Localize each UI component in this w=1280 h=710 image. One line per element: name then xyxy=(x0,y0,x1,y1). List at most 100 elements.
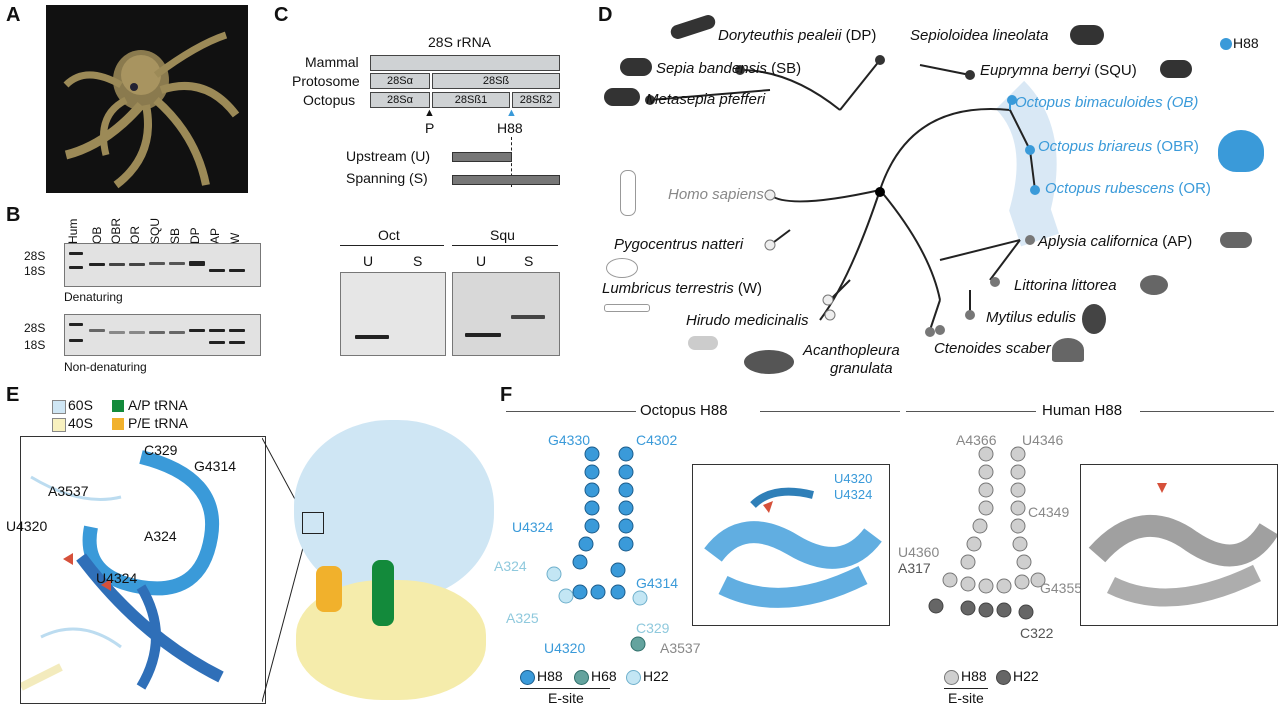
label-g4330: G4330 xyxy=(548,432,591,448)
metasepia-icon xyxy=(604,88,640,106)
label-u4324-f: U4324 xyxy=(512,519,554,535)
octopus-icon xyxy=(1218,130,1264,172)
gel-squ-s: S xyxy=(524,253,534,269)
legend-h88-d: H88 xyxy=(1233,35,1259,51)
label-u4324: U4324 xyxy=(96,570,138,586)
non-denaturing-gel xyxy=(64,314,261,356)
panel-label-e: E xyxy=(6,384,20,406)
label-u4320-f: U4320 xyxy=(544,640,586,656)
panel-label-f: F xyxy=(500,384,513,406)
panel-label-c: C xyxy=(274,4,289,26)
esite-line-hum xyxy=(944,688,988,689)
species-or: Octopus rubescens (OR) xyxy=(1045,180,1211,197)
esite-line-oct xyxy=(520,688,610,689)
species-littorina: Littorina littorea xyxy=(1014,277,1117,294)
label-c329-f: C329 xyxy=(636,620,670,636)
scallop-icon xyxy=(1052,338,1084,362)
legend-60s: 60S xyxy=(68,397,93,413)
label-c4349: C4349 xyxy=(1028,504,1070,520)
gel-squ-title: Squ xyxy=(490,227,515,243)
octopus-a: 28Sα xyxy=(370,92,430,108)
sepia-icon xyxy=(620,58,652,76)
octopus-h88-structure xyxy=(546,446,648,652)
octopus-density-inset xyxy=(692,464,890,626)
legend-40s-swatch xyxy=(52,418,66,432)
legend-40s: 40S xyxy=(68,415,93,431)
label-c329: C329 xyxy=(144,442,178,458)
marker-28s-bottom: 28S xyxy=(24,321,46,335)
legend-h22-hum-dot xyxy=(996,670,1011,685)
gel-oct-u: U xyxy=(363,253,374,269)
gel-oct-s: S xyxy=(413,253,423,269)
upstream-label: Upstream (U) xyxy=(346,148,431,164)
legend-ap-swatch xyxy=(112,400,124,412)
lane-hum: Hum xyxy=(66,218,80,244)
row-mammal: Mammal xyxy=(305,54,359,70)
spanning-bar xyxy=(452,175,560,185)
species-hirudo: Hirudo medicinalis xyxy=(686,312,809,329)
esite-label-oct: E-site xyxy=(548,690,584,706)
label-a4366: A4366 xyxy=(956,432,997,448)
human-h88-structure xyxy=(928,446,1046,620)
octopus-b1: 28Sß1 xyxy=(432,92,510,108)
upstream-bar xyxy=(452,152,512,162)
phylogenetic-tree xyxy=(645,38,1232,337)
species-acanthopleura-2: granulata xyxy=(830,360,893,377)
species-human: Homo sapiens xyxy=(668,186,764,203)
marker-18s-top: 18S xyxy=(24,264,46,278)
marker-18s-bottom: 18S xyxy=(24,338,46,352)
label-u4346: U4346 xyxy=(1022,432,1064,448)
species-obr: Octopus briareus (OBR) xyxy=(1038,138,1199,155)
legend-h68-dot xyxy=(574,670,589,685)
label-g4355: G4355 xyxy=(1040,580,1083,596)
legend-h88-oct: H88 xyxy=(537,668,563,684)
site-h88: H88 xyxy=(497,120,523,136)
label-g4314: G4314 xyxy=(194,458,237,474)
legend-h88-hum-dot xyxy=(944,670,959,685)
lane-sb: SB xyxy=(168,227,182,244)
species-ap: Aplysia californica (AP) xyxy=(1038,233,1193,250)
octopus-photo xyxy=(46,5,248,193)
fish-icon xyxy=(606,258,638,278)
label-a325-f: A325 xyxy=(506,610,539,626)
protosome-b: 28Sß xyxy=(432,73,560,89)
squid-small-icon xyxy=(1160,60,1192,78)
human-divider-left xyxy=(906,411,1036,412)
legend-60s-swatch xyxy=(52,400,66,414)
aplysia-icon xyxy=(1220,232,1252,248)
spanning-label: Spanning (S) xyxy=(346,170,428,186)
site-p: P xyxy=(425,120,435,136)
species-ob: Octopus bimaculoides (OB) xyxy=(1015,94,1199,111)
legend-h68-oct: H68 xyxy=(591,668,617,684)
ribosome-map xyxy=(276,420,501,702)
lane-dp: DP xyxy=(188,227,202,244)
esite-label-hum: E-site xyxy=(948,690,984,706)
site-p-arrow: ▲ xyxy=(424,107,435,119)
human-density-inset xyxy=(1080,464,1278,626)
denaturing-gel xyxy=(64,243,261,287)
protosome-a: 28Sα xyxy=(370,73,430,89)
label-c322: C322 xyxy=(1020,625,1054,641)
lane-or: OR xyxy=(128,226,142,244)
label-a324: A324 xyxy=(144,528,177,544)
species-mytilus: Mytilus edulis xyxy=(986,309,1077,326)
label-a324-f: A324 xyxy=(494,558,527,574)
species-w: Lumbricus terrestris (W) xyxy=(602,280,763,297)
gel-oct-title: Oct xyxy=(378,227,400,243)
legend-h22-oct: H22 xyxy=(643,668,669,684)
species-pygocentrus: Pygocentrus natteri xyxy=(614,236,744,253)
worm-icon xyxy=(604,304,650,312)
chiton-icon xyxy=(744,350,794,374)
mussel-icon xyxy=(1082,304,1106,334)
label-u4320: U4320 xyxy=(6,518,48,534)
row-octopus: Octopus xyxy=(303,92,356,108)
label-g4314-f: G4314 xyxy=(636,575,679,591)
row-protosome: Protosome xyxy=(292,73,360,89)
inset-u4320: U4320 xyxy=(834,471,873,486)
octopus-divider-left xyxy=(506,411,636,412)
panel-label-a: A xyxy=(6,4,21,26)
legend-h22-hum: H22 xyxy=(1013,668,1039,684)
gel-header-line-oct xyxy=(340,245,444,246)
leech-icon xyxy=(688,336,718,350)
octopus-h88-title: Octopus H88 xyxy=(640,402,728,419)
